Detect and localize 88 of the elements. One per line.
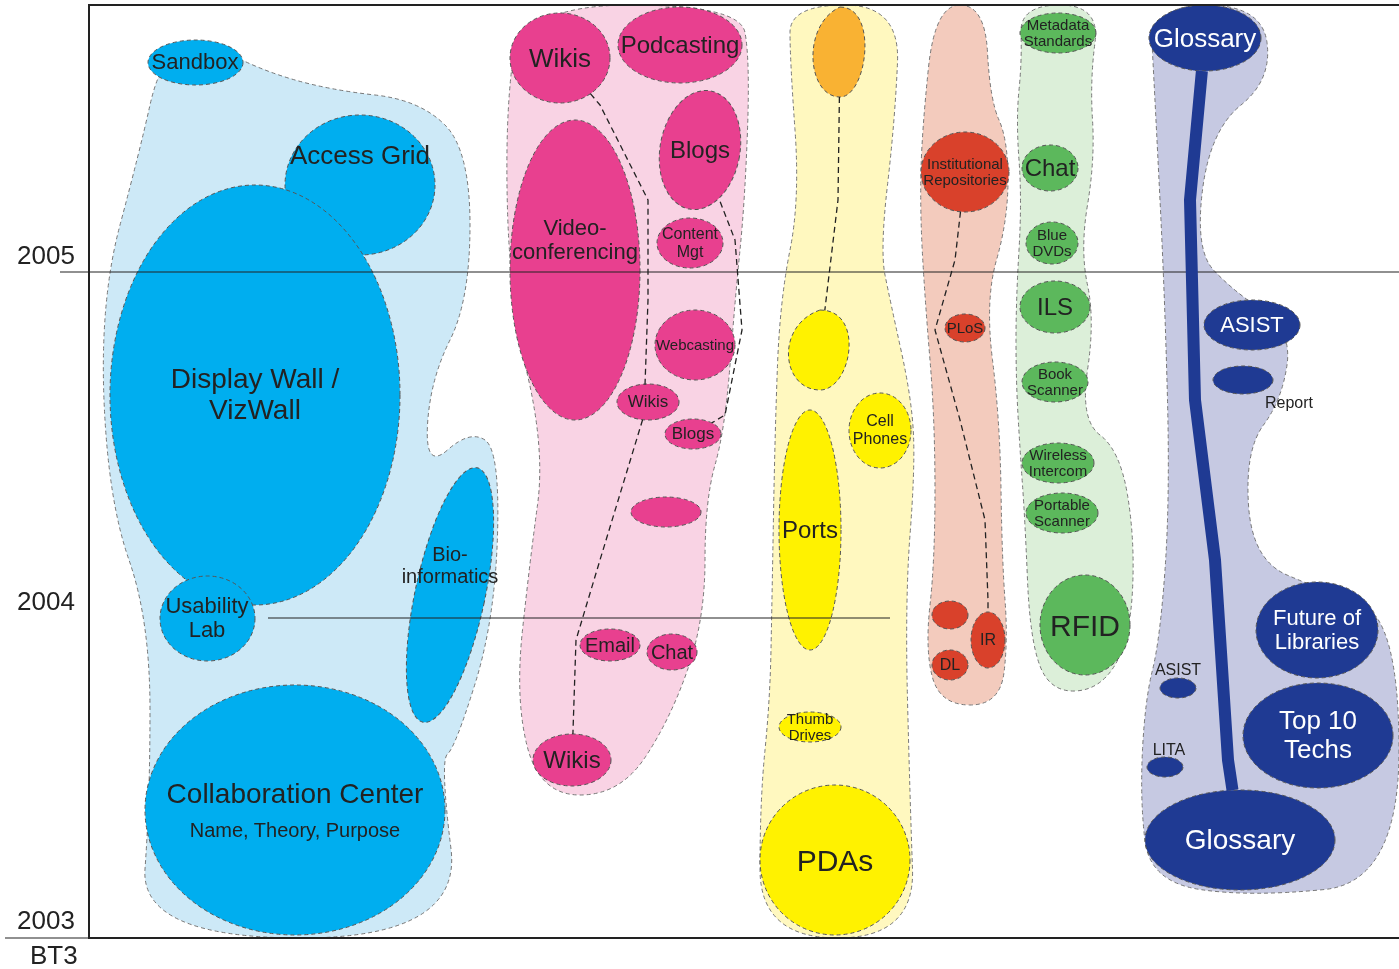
band-shape — [920, 5, 1008, 705]
band-shape — [505, 5, 750, 795]
bubble-subtitle: Name, Theory, Purpose — [189, 819, 401, 842]
bubble — [618, 7, 742, 83]
year-label: 2005 — [17, 240, 75, 271]
bubble-label: Blogs — [671, 424, 715, 444]
bubble-label: Wikis — [543, 746, 601, 774]
bubble-label: Access Grid — [289, 140, 431, 170]
bubble-label: Wireless Intercom — [1027, 446, 1089, 480]
bubble-label: ILS — [1037, 293, 1073, 321]
axis-label: BT3 — [30, 940, 78, 969]
bubble — [849, 392, 911, 468]
bubble — [1040, 575, 1130, 675]
bubble-label: ASIST — [1220, 312, 1284, 338]
bubble — [760, 785, 910, 935]
bubble — [147, 39, 243, 85]
bubble-label: Chat — [650, 641, 694, 663]
bubble — [1149, 5, 1261, 71]
connector-line — [589, 93, 649, 386]
empty-bubble — [932, 601, 968, 629]
bubble — [971, 612, 1005, 668]
bubble-label: LITA — [1152, 741, 1186, 759]
bubble-label: Content Mgt — [660, 225, 719, 261]
bubble — [510, 13, 610, 103]
bubble-label: Webcasting — [655, 336, 735, 354]
bubble-label: Collaboration Center — [166, 778, 424, 810]
bubble-label: Institutional Repositories — [922, 155, 1008, 189]
bubble-label: Blue DVDs — [1031, 226, 1073, 260]
bubble-label: Video- conferencing — [511, 215, 639, 265]
bubble-label: Wikis — [627, 392, 669, 412]
bubble-label: Thumb Drives — [785, 710, 835, 744]
bubble-label: Email — [585, 634, 635, 656]
year-label: 2004 — [17, 586, 75, 617]
bubble-label: Book Scanner — [1026, 365, 1084, 399]
bubble-label: ASIST — [1154, 661, 1202, 679]
year-label: 2003 — [17, 905, 75, 936]
connector-line — [1184, 70, 1239, 792]
bubble — [1256, 582, 1378, 678]
bubble-label: Podcasting — [620, 31, 740, 59]
band-shape — [760, 5, 915, 938]
bubble — [655, 310, 735, 380]
bubble-label: Glossary — [1184, 824, 1296, 856]
bubble-label: RFID — [1050, 608, 1120, 642]
bubble — [945, 314, 985, 342]
bubble-label: Blogs — [669, 136, 730, 164]
bubble — [921, 132, 1009, 212]
bubble — [1204, 300, 1300, 350]
band-shape — [1140, 5, 1399, 897]
bubble-label: Top 10 Techs — [1277, 706, 1359, 764]
bubble — [1145, 790, 1335, 890]
bubble-label: Report — [1265, 394, 1313, 412]
bubble — [1243, 682, 1393, 788]
bubble-label: Metadata Standards — [1022, 16, 1094, 50]
bubble-label: Ports — [782, 516, 838, 544]
bubble-label: Glossary — [1153, 23, 1257, 53]
bubble-label: Cell Phones — [851, 412, 909, 448]
bubble — [159, 575, 255, 661]
bubble — [533, 734, 611, 786]
bubble-label: Sandbox — [151, 49, 239, 75]
bubble-label: IR — [980, 631, 996, 649]
bubble-label: Display Wall / VizWall — [169, 364, 341, 426]
bubble — [1022, 145, 1078, 191]
connector-line — [824, 96, 841, 312]
bubble-label: Future of Libraries — [1271, 605, 1362, 655]
bubble-label: DL — [939, 656, 961, 674]
bubble — [657, 218, 723, 268]
bubble — [1020, 281, 1090, 333]
bubble-label: Portable Scanner — [1033, 496, 1091, 530]
bubble — [647, 634, 697, 670]
bubble-label: Usability Lab — [164, 593, 250, 643]
bubble-label: PLoS — [946, 319, 984, 337]
bubble — [145, 685, 445, 935]
connector-line — [711, 201, 743, 424]
bubble — [932, 650, 968, 680]
bubble — [400, 465, 500, 725]
bubble-label: Wikis — [528, 43, 592, 73]
bubble — [660, 90, 740, 210]
connector-line — [572, 419, 644, 735]
bubble-label: PDAs — [796, 843, 874, 877]
bubble — [779, 410, 841, 650]
band-shape — [100, 38, 500, 938]
empty-bubble — [631, 497, 701, 527]
bubble — [617, 384, 679, 420]
bubble — [1026, 493, 1098, 533]
bubble — [779, 712, 841, 742]
band-shape — [1016, 5, 1135, 692]
bubble-label: Chat — [1024, 154, 1076, 182]
bubble — [665, 419, 721, 449]
